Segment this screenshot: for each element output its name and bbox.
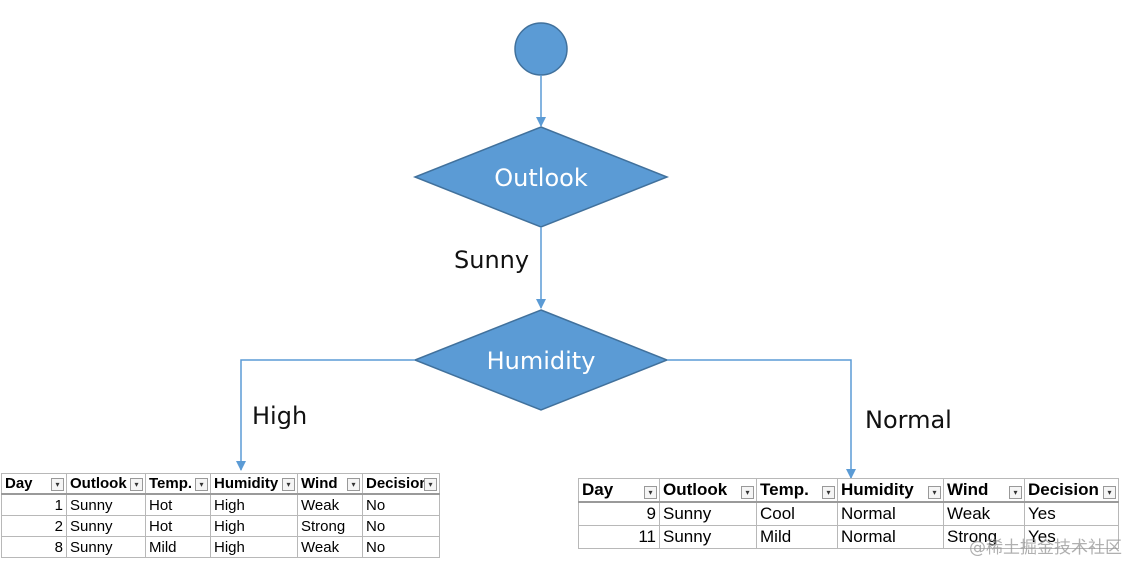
filter-applied-icon[interactable]: ▾ bbox=[928, 486, 941, 499]
col-header-humidity[interactable]: Humidity▾ bbox=[837, 478, 944, 503]
col-header-decision[interactable]: Decision▾ bbox=[362, 473, 440, 495]
cell-temp: Mild bbox=[756, 525, 838, 549]
cell-temp: Hot bbox=[145, 515, 211, 537]
start-node bbox=[514, 22, 568, 76]
cell-outlook: Sunny bbox=[659, 501, 757, 526]
filter-dropdown-icon[interactable]: ▾ bbox=[1103, 486, 1116, 499]
table-row: 9 Sunny Cool Normal Weak Yes bbox=[578, 501, 1119, 526]
humidity-node bbox=[412, 309, 670, 411]
col-header-day[interactable]: Day▾ bbox=[578, 478, 660, 503]
watermark: @稀土掘金技术社区 bbox=[969, 538, 1122, 558]
col-header-temp[interactable]: Temp.▾ bbox=[145, 473, 211, 495]
cell-wind: Strong bbox=[297, 515, 363, 537]
edge-label-high: High bbox=[252, 402, 308, 430]
edge-humidity-high bbox=[236, 359, 415, 471]
edge-humidity-normal bbox=[667, 359, 856, 479]
cell-day: 9 bbox=[578, 501, 660, 526]
filter-dropdown-icon[interactable]: ▾ bbox=[347, 478, 360, 491]
cell-decision: No bbox=[362, 515, 440, 537]
filter-applied-icon[interactable]: ▾ bbox=[741, 486, 754, 499]
cell-humidity: Normal bbox=[837, 501, 944, 526]
filter-applied-icon[interactable]: ▾ bbox=[282, 478, 295, 491]
table-row: 2 Sunny Hot High Strong No bbox=[1, 515, 440, 537]
cell-decision: Yes bbox=[1024, 525, 1119, 549]
filter-dropdown-icon[interactable]: ▾ bbox=[195, 478, 208, 491]
filter-dropdown-icon[interactable]: ▾ bbox=[51, 478, 64, 491]
cell-outlook: Sunny bbox=[659, 525, 757, 549]
cell-wind: Strong bbox=[943, 525, 1025, 549]
col-header-decision[interactable]: Decision▾ bbox=[1024, 478, 1119, 503]
table-row: 8 Sunny Mild High Weak No bbox=[1, 536, 440, 558]
cell-decision: Yes bbox=[1024, 501, 1119, 526]
high-humidity-table: Day▾ Outlook▾ Temp.▾ Humidity▾ Wind▾ Dec… bbox=[1, 473, 440, 558]
cell-day: 11 bbox=[578, 525, 660, 549]
cell-outlook: Sunny bbox=[66, 515, 146, 537]
edge-label-normal: Normal bbox=[865, 406, 952, 434]
col-header-wind[interactable]: Wind▾ bbox=[943, 478, 1025, 503]
cell-wind: Weak bbox=[943, 501, 1025, 526]
humidity-node-label: Humidity bbox=[487, 347, 596, 375]
cell-temp: Hot bbox=[145, 493, 211, 516]
col-header-wind[interactable]: Wind▾ bbox=[297, 473, 363, 495]
cell-day: 1 bbox=[1, 493, 67, 516]
cell-decision: No bbox=[362, 536, 440, 558]
cell-decision: No bbox=[362, 493, 440, 516]
cell-day: 2 bbox=[1, 515, 67, 537]
cell-humidity: Normal bbox=[837, 525, 944, 549]
table-header-row: Day▾ Outlook▾ Temp.▾ Humidity▾ Wind▾ Dec… bbox=[578, 478, 1119, 503]
cell-wind: Weak bbox=[297, 493, 363, 516]
table-row: 11 Sunny Mild Normal Strong Yes bbox=[578, 525, 1119, 549]
col-header-outlook[interactable]: Outlook▾ bbox=[66, 473, 146, 495]
table-row: 1 Sunny Hot High Weak No bbox=[1, 493, 440, 516]
cell-humidity: High bbox=[210, 515, 298, 537]
cell-temp: Cool bbox=[756, 501, 838, 526]
col-header-humidity[interactable]: Humidity▾ bbox=[210, 473, 298, 495]
cell-humidity: High bbox=[210, 536, 298, 558]
outlook-node-label: Outlook bbox=[494, 164, 588, 192]
filter-dropdown-icon[interactable]: ▾ bbox=[1009, 486, 1022, 499]
filter-dropdown-icon[interactable]: ▾ bbox=[644, 486, 657, 499]
table-header-row: Day▾ Outlook▾ Temp.▾ Humidity▾ Wind▾ Dec… bbox=[1, 473, 440, 495]
filter-dropdown-icon[interactable]: ▾ bbox=[424, 478, 437, 491]
edge-label-sunny: Sunny bbox=[454, 246, 530, 274]
cell-day: 8 bbox=[1, 536, 67, 558]
cell-wind: Weak bbox=[297, 536, 363, 558]
filter-dropdown-icon[interactable]: ▾ bbox=[822, 486, 835, 499]
normal-humidity-table: Day▾ Outlook▾ Temp.▾ Humidity▾ Wind▾ Dec… bbox=[578, 478, 1119, 549]
cell-humidity: High bbox=[210, 493, 298, 516]
col-header-day[interactable]: Day▾ bbox=[1, 473, 67, 495]
cell-outlook: Sunny bbox=[66, 493, 146, 516]
cell-outlook: Sunny bbox=[66, 536, 146, 558]
col-header-outlook[interactable]: Outlook▾ bbox=[659, 478, 757, 503]
filter-applied-icon[interactable]: ▾ bbox=[130, 478, 143, 491]
col-header-temp[interactable]: Temp.▾ bbox=[756, 478, 838, 503]
cell-temp: Mild bbox=[145, 536, 211, 558]
